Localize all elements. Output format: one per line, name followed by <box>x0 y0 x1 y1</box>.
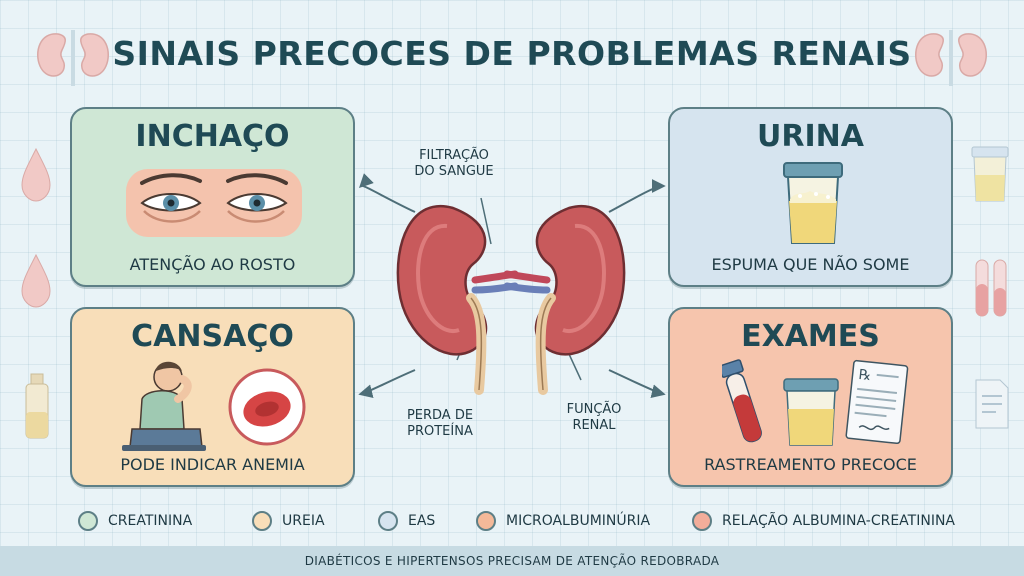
exams-legend: CREATININA UREIA EAS MICROALBUMINÚRIA RE… <box>0 509 1024 533</box>
card-urine: URINA ESPUMA QUE NÃO SOME <box>668 107 953 287</box>
kidneys-decor-right-icon <box>915 30 987 86</box>
tired-person-icon <box>122 361 206 451</box>
left-kidney-icon <box>396 204 519 395</box>
card-exams: EXAMES ℞ RASTREAMENTO PRECOCE <box>668 307 953 487</box>
legend-dot <box>378 511 398 531</box>
swollen-eyes-icon <box>126 169 302 237</box>
legend-item-microalbuminuria: MICROALBUMINÚRIA <box>476 509 650 533</box>
svg-text:℞: ℞ <box>858 367 872 384</box>
lab-tests-icon: ℞ <box>722 359 909 446</box>
legend-dot <box>78 511 98 531</box>
kidneys-decor-left-icon <box>37 30 109 86</box>
arrow-to-fatigue <box>358 369 416 399</box>
footer-note: DIABÉTICOS E HIPERTENSOS PRECISAM DE ATE… <box>0 546 1024 576</box>
urine-cup-icon <box>783 162 843 244</box>
card-urine-title: URINA <box>757 119 864 154</box>
vial-decor-icon <box>25 373 49 439</box>
legend-item-ureia: UREIA <box>252 509 325 533</box>
legend-item-creatinina: CREATININA <box>78 509 192 533</box>
red-blood-cell-icon <box>228 368 306 446</box>
card-exams-title: EXAMES <box>741 319 880 354</box>
card-swelling: INCHAÇO ATENÇÃO AO ROSTO <box>70 107 355 287</box>
tubes-decor-icon <box>975 259 1007 317</box>
arrow-to-urine <box>608 179 666 213</box>
card-fatigue-caption: PODE INDICAR ANEMIA <box>120 455 305 474</box>
pointer-function <box>568 353 582 381</box>
legend-dot <box>252 511 272 531</box>
cup-decor-icon <box>971 146 1009 202</box>
kidneys-illustration <box>358 173 666 399</box>
card-swelling-caption: ATENÇÃO AO ROSTO <box>129 255 296 274</box>
card-exams-caption: RASTREAMENTO PRECOCE <box>704 455 917 474</box>
page-title: SINAIS PRECOCES DE PROBLEMAS RENAIS <box>112 34 912 73</box>
legend-dot <box>692 511 712 531</box>
card-urine-caption: ESPUMA QUE NÃO SOME <box>711 255 910 274</box>
legend-item-albumin-creatinine-ratio: RELAÇÃO ALBUMINA-CREATININA <box>692 509 955 533</box>
blood-drops-decor-icon <box>21 147 51 308</box>
legend-dot <box>476 511 496 531</box>
card-fatigue: CANSAÇO PODE INDICAR ANEMIA <box>70 307 355 487</box>
document-decor-icon <box>975 379 1009 429</box>
arrow-to-exams <box>608 369 666 399</box>
label-filtration: FILTRAÇÃO DO SANGUE <box>414 148 494 179</box>
label-kidney-function: FUNÇÃO RENAL <box>566 402 622 433</box>
card-swelling-title: INCHAÇO <box>135 119 290 154</box>
right-kidney-icon <box>503 204 626 395</box>
legend-item-eas: EAS <box>378 509 435 533</box>
pointer-filtration <box>480 197 492 245</box>
card-fatigue-title: CANSAÇO <box>131 319 294 354</box>
label-protein-loss: PERDA DE PROTEÍNA <box>406 408 474 439</box>
arrow-to-swelling <box>359 173 416 213</box>
